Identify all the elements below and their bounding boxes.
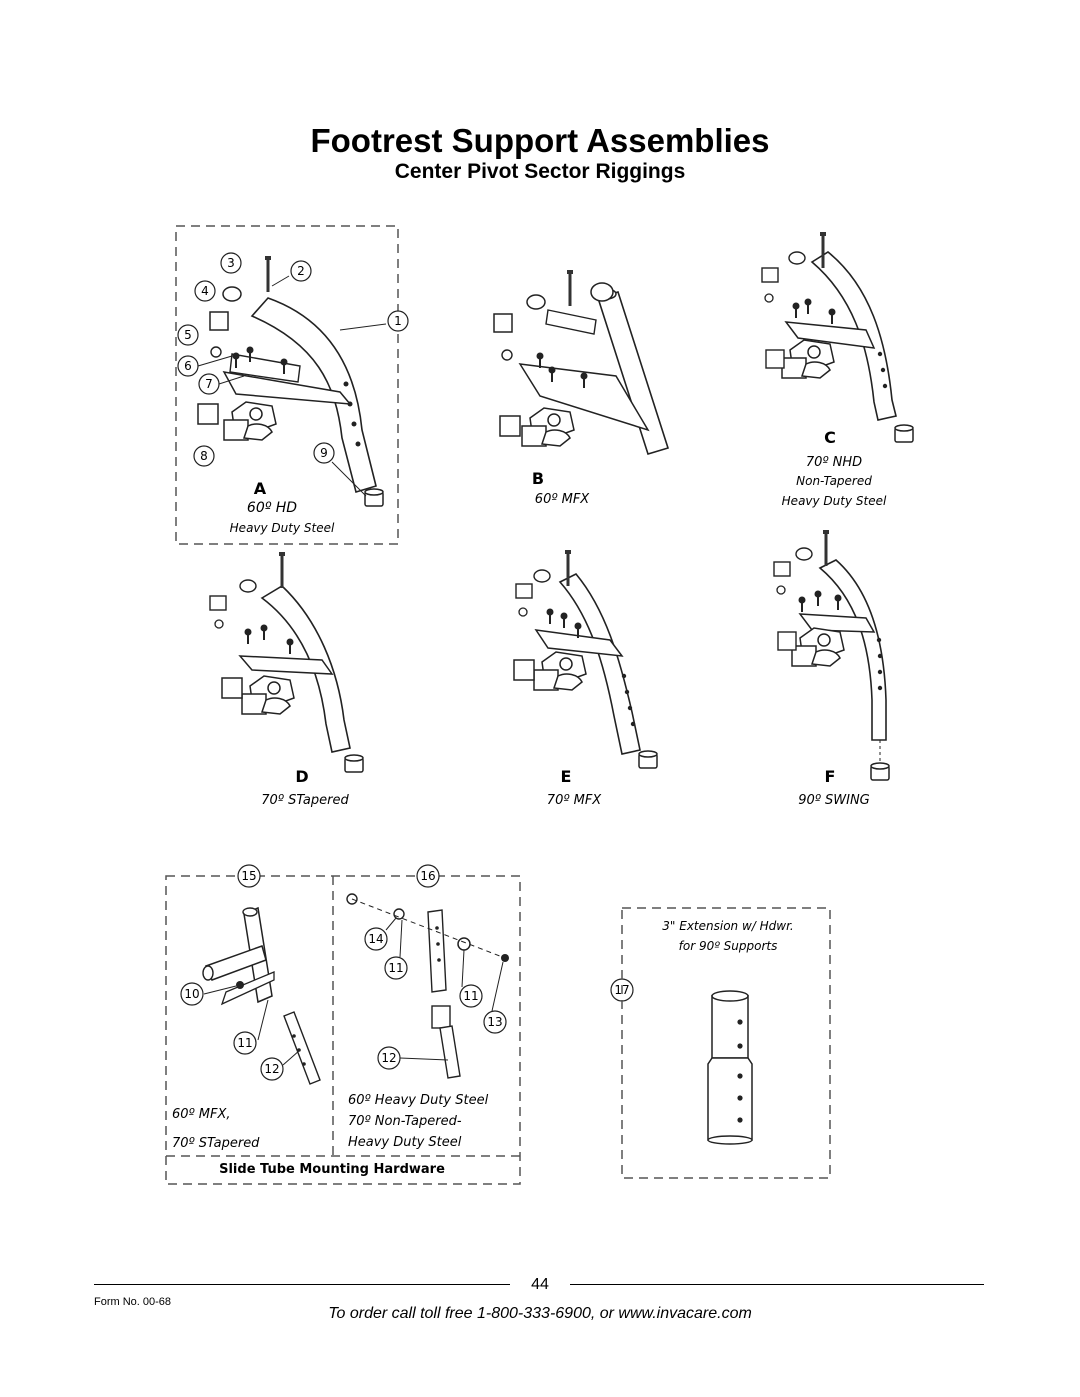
callout-4: 4	[201, 284, 209, 298]
callout-12: 12	[264, 1062, 279, 1076]
extension-diagram: 17 3" Extension w/ Hdwr. for 90º Support…	[614, 907, 831, 1179]
callout-11: 11	[388, 961, 403, 975]
assembly-d-diagram: D 70º STapered	[209, 550, 364, 808]
callout-12: 12	[381, 1051, 396, 1065]
assembly-a-desc: Heavy Duty Steel	[230, 521, 335, 535]
page-title: Footrest Support Assemblies	[310, 122, 770, 159]
slide-tube-hardware-diagram: 15 16 14 11 10 11 13 11 12 12 60º MFX, 7…	[165, 864, 634, 1185]
callout-1: 1	[394, 314, 402, 328]
callout-11: 11	[237, 1036, 252, 1050]
footer-rule-right	[570, 1284, 984, 1285]
callout-10: 10	[184, 987, 199, 1001]
callout-5: 5	[184, 328, 192, 342]
hw-right-line1: 60º Heavy Duty Steel	[348, 1093, 489, 1108]
assembly-f-diagram: F 90º SWING	[773, 528, 890, 808]
page-number: 44	[531, 1276, 549, 1293]
assembly-e-diagram: E 70º MFX	[513, 548, 658, 808]
assembly-d-model: 70º STapered	[261, 793, 349, 808]
callout-6: 6	[184, 359, 192, 373]
callout-2: 2	[297, 264, 305, 278]
hw-title: Slide Tube Mounting Hardware	[219, 1162, 445, 1177]
hw-left-line2: 70º STapered	[172, 1136, 260, 1151]
assembly-c-desc1: Non-Tapered	[796, 474, 872, 488]
hw-right-line3: Heavy Duty Steel	[348, 1135, 462, 1150]
ext-line1: 3" Extension w/ Hdwr.	[662, 919, 793, 933]
callout-11: 11	[463, 989, 478, 1003]
assembly-c-letter: C	[824, 428, 836, 447]
callout-3: 3	[227, 256, 235, 270]
assembly-c-model: 70º NHD	[806, 455, 862, 470]
assembly-c-desc2: Heavy Duty Steel	[782, 494, 887, 508]
page-subtitle: Center Pivot Sector Riggings	[394, 160, 686, 183]
footer-rule-left	[94, 1284, 510, 1285]
ext-line2: for 90º Supports	[679, 939, 778, 953]
assembly-a-model: 60º HD	[247, 500, 297, 516]
callout-14: 14	[368, 932, 383, 946]
assembly-c-diagram: C 70º NHD Non-Tapered Heavy Duty Steel	[761, 230, 914, 508]
assembly-b-letter: B	[532, 469, 544, 488]
order-info: To order call toll free 1-800-333-6900, …	[328, 1305, 752, 1322]
assembly-f-model: 90º SWING	[798, 793, 870, 808]
assembly-d-letter: D	[295, 767, 308, 786]
callout-9: 9	[320, 446, 328, 460]
form-number: Form No. 00-68	[94, 1296, 172, 1308]
assembly-e-model: 70º MFX	[547, 793, 602, 808]
assembly-b-model: 60º MFX	[535, 492, 590, 507]
callout-8: 8	[200, 449, 208, 463]
callout-7: 7	[205, 377, 213, 391]
assembly-e-letter: E	[561, 767, 572, 786]
hw-right-line2: 70º Non-Tapered-	[348, 1114, 462, 1129]
assembly-b-diagram: B 60º MFX	[493, 268, 670, 507]
callout-17: 17	[614, 983, 629, 997]
callout-13: 13	[487, 1015, 502, 1029]
assembly-f-letter: F	[825, 767, 836, 786]
callout-15: 15	[241, 869, 256, 883]
callout-16: 16	[420, 869, 435, 883]
hw-left-line1: 60º MFX,	[172, 1107, 231, 1122]
assembly-a-letter: A	[254, 479, 267, 498]
assembly-a-diagram: 3 2 4 1 5 6 7 8 9 A 60º HD Heavy Duty St…	[175, 225, 409, 545]
